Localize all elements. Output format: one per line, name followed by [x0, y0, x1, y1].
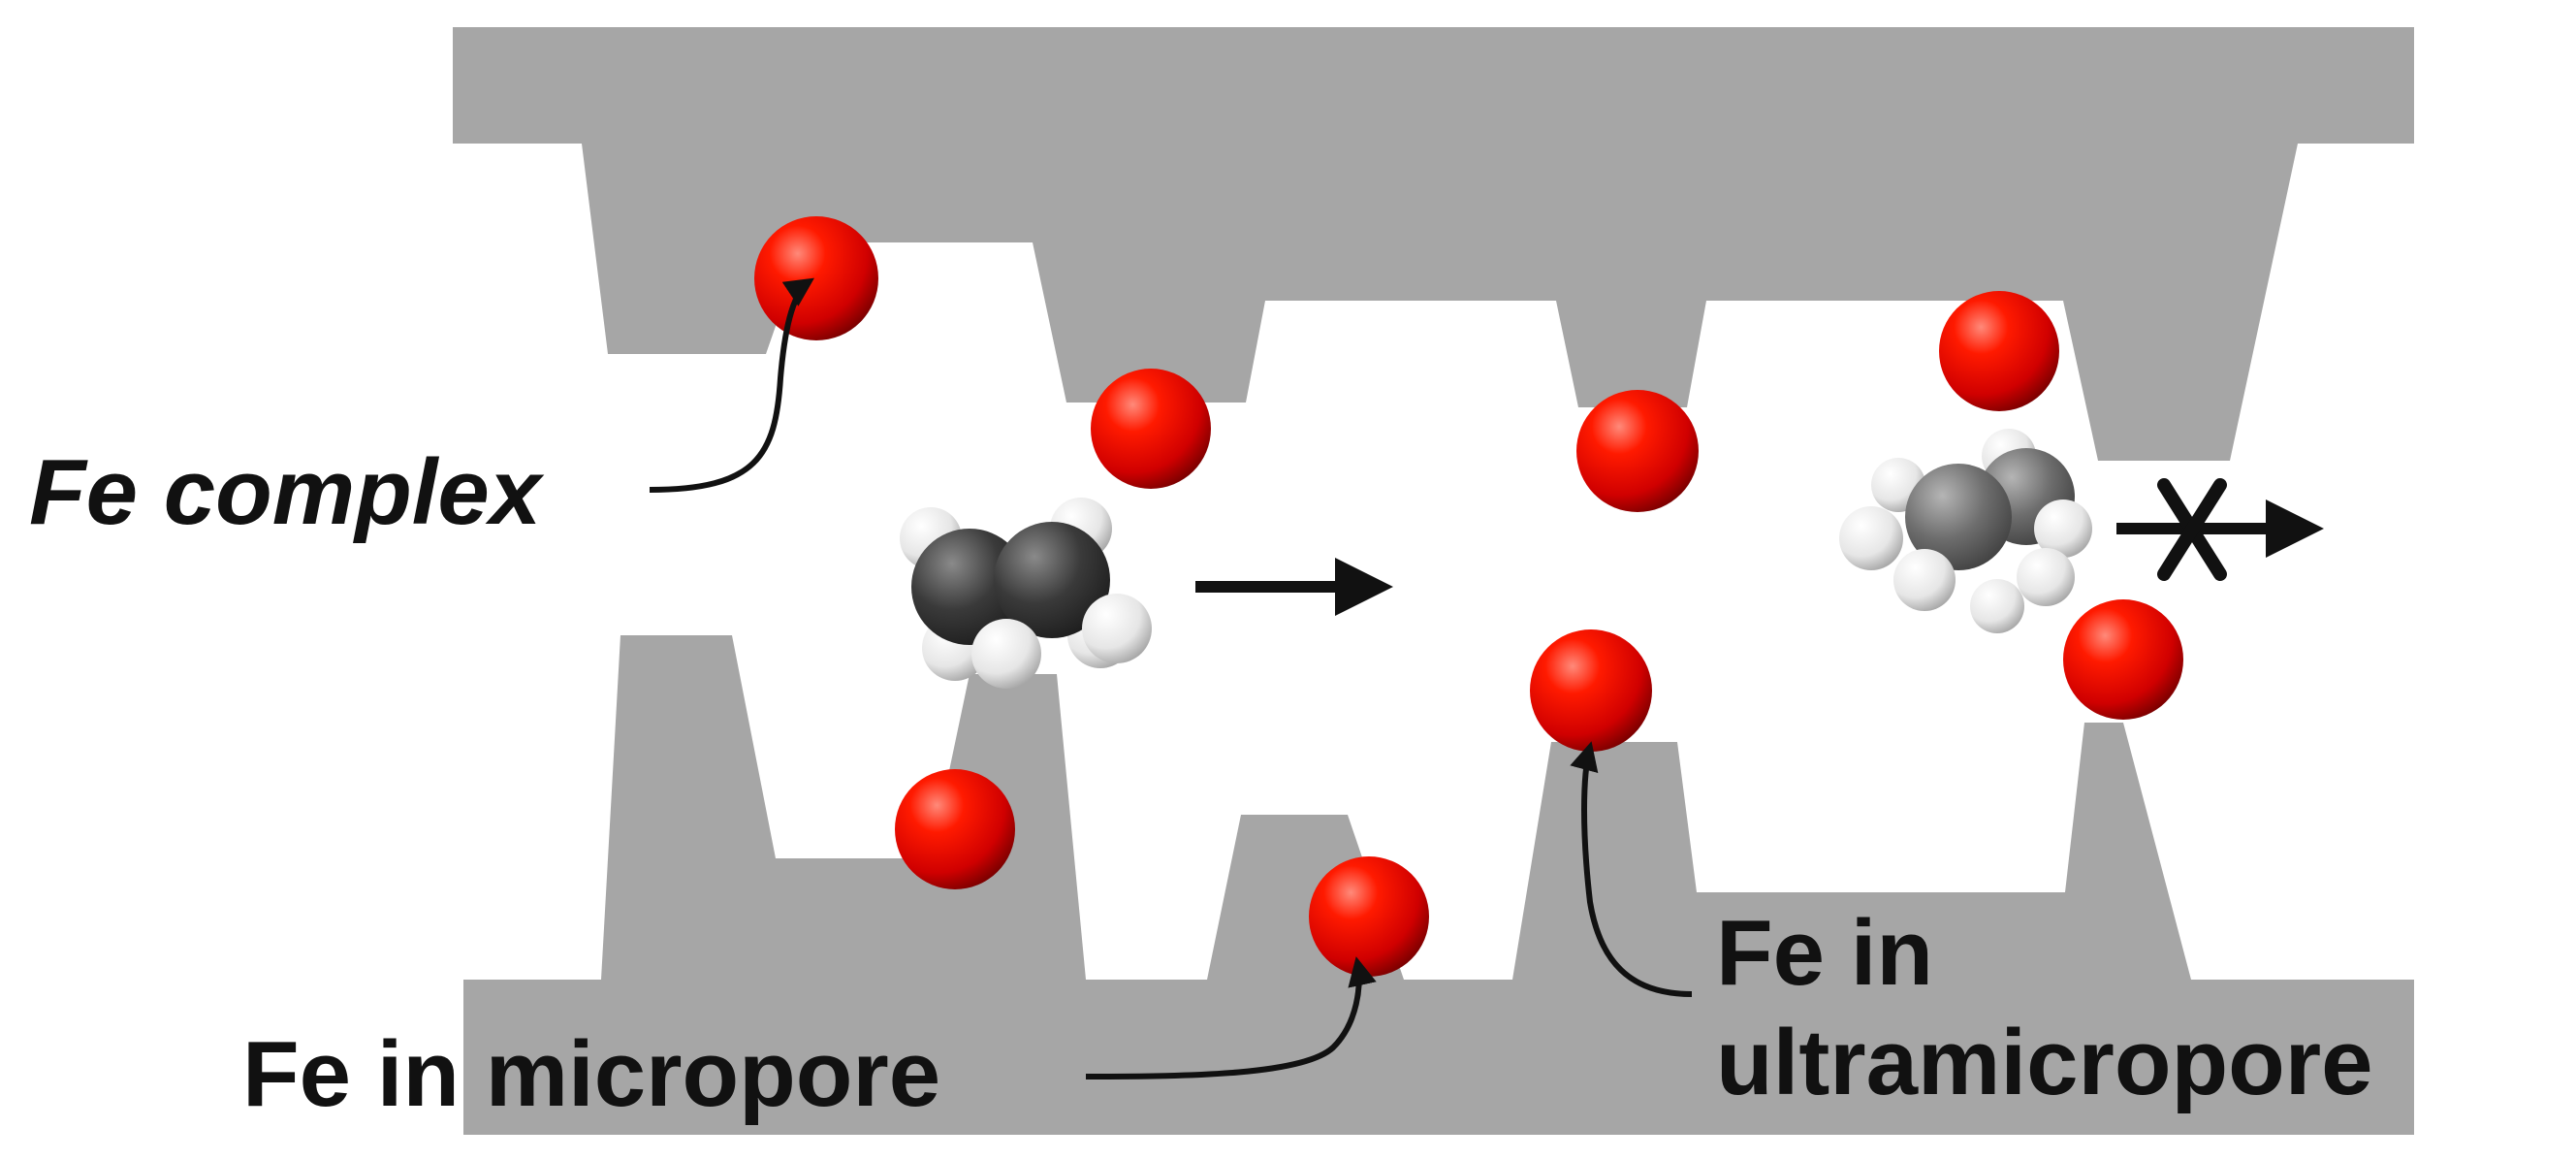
blocked-arrow-icon [2116, 478, 2324, 581]
fe-sphere [1091, 369, 1211, 489]
fe-micropore-leader [1085, 956, 1377, 1079]
fe-sphere [1530, 629, 1652, 752]
fe-ultramicropore-leader [1570, 741, 1693, 997]
fe-sphere [754, 216, 878, 340]
ethylene-molecule-icon [900, 498, 1152, 689]
bottom-pore-wall [463, 635, 2414, 1135]
fe-micropore-label: Fe in micropore [242, 1022, 940, 1126]
ethane-molecule-icon [1839, 429, 2092, 633]
fe-ultramicropore-label-line1: Fe in [1716, 901, 1933, 1005]
fe-sphere [895, 769, 1015, 889]
fe-sphere [1939, 291, 2059, 411]
top-pore-wall [453, 27, 2414, 461]
fe-spheres [754, 216, 2183, 977]
fe-sphere [1309, 856, 1429, 977]
fe-ultramicropore-label-line2: ultramicropore [1716, 1011, 2372, 1114]
fe-sphere [2063, 599, 2183, 720]
fe-complex-label: Fe complex [29, 440, 545, 544]
fe-sphere [1576, 390, 1699, 512]
fe-complex-leader [649, 277, 814, 493]
